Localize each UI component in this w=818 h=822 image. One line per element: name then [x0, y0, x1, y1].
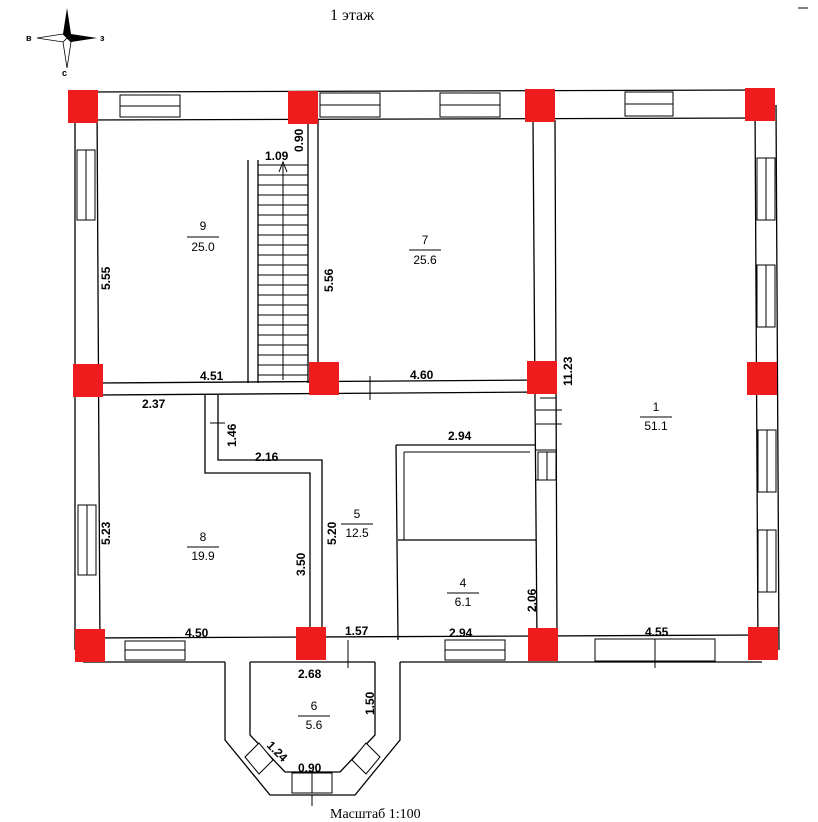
- dimension-label: 2.16: [255, 450, 279, 464]
- column: [68, 90, 98, 123]
- room-number: 1: [653, 400, 660, 414]
- dimension-label: 5.56: [322, 268, 336, 292]
- room-area: 51.1: [644, 419, 668, 433]
- column: [288, 91, 318, 124]
- column: [747, 362, 777, 395]
- room-label-4: 4 6.1: [447, 576, 479, 609]
- dimension-label: 4.51: [200, 369, 224, 383]
- room-area: 19.9: [191, 549, 215, 563]
- column: [296, 627, 326, 660]
- room-area: 25.6: [413, 253, 437, 267]
- scale-label: Масштаб 1:100: [330, 807, 421, 822]
- dimension-label: 5.23: [99, 521, 113, 545]
- dimension-label: 4.50: [185, 626, 209, 640]
- room-number: 7: [422, 233, 429, 247]
- compass-east-label: з: [100, 33, 105, 43]
- structural-columns: [68, 88, 778, 662]
- dimension-label: 11.23: [561, 356, 575, 386]
- window-bay-right: [351, 742, 381, 775]
- room-area: 5.6: [306, 718, 323, 732]
- dimension-label: 2.94: [449, 626, 473, 640]
- column: [75, 629, 105, 662]
- column: [745, 88, 775, 121]
- room-number: 8: [200, 530, 207, 544]
- room-label-9: 9 25.0: [187, 219, 219, 254]
- column: [527, 361, 557, 394]
- dimension-label: 1.57: [345, 624, 369, 638]
- dimension-label: 1.09: [265, 149, 289, 163]
- dimension-label: 4.60: [410, 368, 434, 382]
- compass-rose-icon: в з с: [26, 8, 105, 78]
- room-number: 6: [311, 699, 318, 713]
- compass-north-label: с: [62, 68, 67, 78]
- dimension-label: 1.50: [363, 691, 377, 715]
- door-marks: [210, 376, 656, 668]
- column: [73, 364, 103, 397]
- outer-wall-top: [82, 89, 763, 121]
- room-label-1: 1 51.1: [640, 400, 672, 433]
- floor-title: 1 этаж: [330, 7, 375, 24]
- dimension-label: 1.46: [225, 423, 239, 447]
- interior-wall-room8: [204, 395, 323, 638]
- dimension-label: 2.37: [142, 397, 166, 411]
- interior-wall-room4: [395, 444, 536, 641]
- room-number: 5: [354, 507, 361, 521]
- compass-west-label: в: [26, 33, 32, 43]
- dimension-label: 5.20: [325, 521, 339, 545]
- room-label-8: 8 19.9: [187, 530, 219, 563]
- room-area: 25.0: [191, 240, 215, 254]
- staircase: [258, 160, 308, 380]
- staircase-walls: [247, 120, 319, 383]
- dimension-label: 0.90: [298, 761, 322, 775]
- dimension-label: 3.50: [294, 552, 308, 576]
- room-label-5: 5 12.5: [341, 507, 373, 540]
- room-number: 9: [200, 219, 207, 233]
- dimension-label: 2.68: [298, 667, 322, 681]
- room-number: 4: [460, 576, 467, 590]
- room-label-7: 7 25.6: [409, 233, 441, 267]
- dimension-label: 4.55: [645, 625, 669, 639]
- room-area: 12.5: [345, 526, 369, 540]
- column: [528, 628, 558, 661]
- column: [748, 627, 778, 660]
- room-label-6: 6 5.6: [298, 699, 330, 732]
- dimension-label: 2.06: [525, 588, 539, 612]
- window-bay-left: [244, 742, 274, 775]
- room-area: 6.1: [455, 595, 472, 609]
- dimension-label: 0.90: [292, 128, 306, 152]
- dimension-label: 5.55: [99, 266, 113, 290]
- column: [309, 362, 339, 395]
- outer-wall-bottom: [82, 634, 763, 663]
- column: [525, 89, 555, 122]
- dimension-label: 2.94: [448, 429, 472, 443]
